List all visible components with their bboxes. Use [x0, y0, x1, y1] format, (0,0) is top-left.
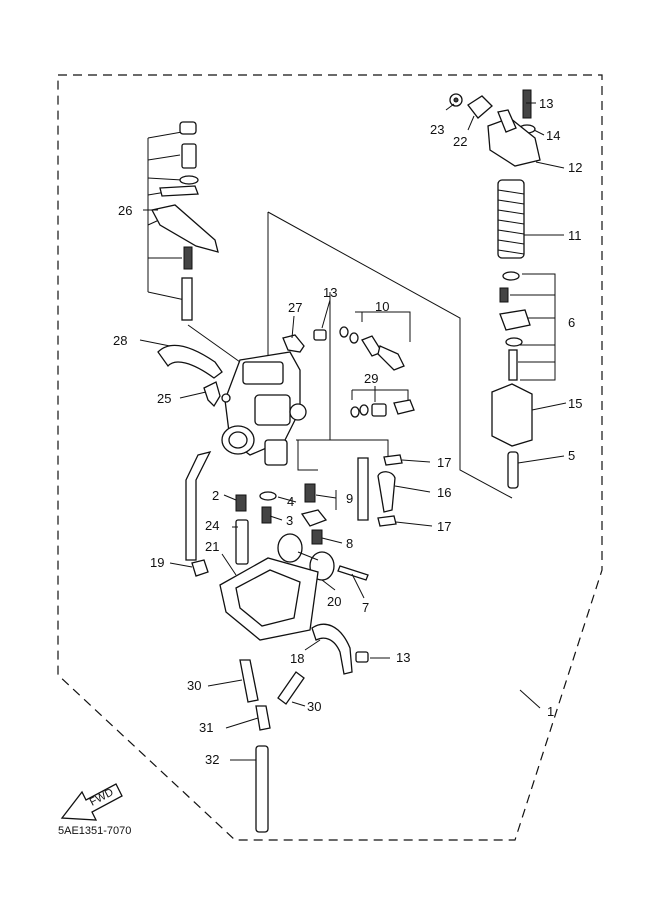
- label-part-15: 15: [568, 396, 582, 411]
- part-16-hose: [377, 471, 396, 513]
- part-19-screw: [191, 559, 209, 577]
- guide-lines: [187, 211, 513, 499]
- assembly-boundary: [57, 74, 603, 841]
- label-part-1: 1: [547, 704, 554, 719]
- label-part-10: 10: [375, 299, 389, 314]
- label-part-9: 9: [346, 491, 353, 506]
- part-2-jet: [235, 494, 247, 512]
- part-13-screw-lower: [355, 651, 369, 663]
- label-part-23: 23: [430, 122, 444, 137]
- part-28-hose: [157, 344, 223, 379]
- part-18-hose: [311, 623, 353, 675]
- part-9-group: [300, 483, 337, 527]
- label-part-7: 7: [362, 600, 369, 615]
- part-30-hose-left-upper: [185, 451, 212, 561]
- leader-lines: [139, 102, 567, 761]
- label-part-30-left: 30: [187, 678, 201, 693]
- part-29-screw-set: [350, 389, 415, 418]
- part-3-jet: [261, 506, 272, 524]
- label-part-16: 16: [437, 485, 451, 500]
- part-8-valve: [311, 529, 323, 545]
- part-17-clip-lower: [377, 515, 397, 527]
- label-part-21: 21: [205, 539, 219, 554]
- label-part-2: 2: [212, 488, 219, 503]
- label-part-19: 19: [150, 555, 164, 570]
- part-25-screw: [203, 381, 221, 408]
- part-30-hose-right-upper: [357, 457, 369, 521]
- label-part-30-right: 30: [307, 699, 321, 714]
- label-part-14: 14: [546, 128, 560, 143]
- part-4-washer: [259, 491, 277, 501]
- part-17-clip-upper: [383, 454, 403, 466]
- label-part-22: 22: [453, 134, 467, 149]
- label-part-26: 26: [118, 203, 132, 218]
- label-part-3: 3: [286, 513, 293, 528]
- label-part-25: 25: [157, 391, 171, 406]
- part-30-hose-right: [277, 671, 305, 705]
- part-30-hose-left: [239, 659, 259, 703]
- top-right-cluster: [449, 89, 541, 167]
- label-part-17-lower: 17: [437, 519, 451, 534]
- part-11-spring: [497, 179, 525, 259]
- label-part-6: 6: [568, 315, 575, 330]
- carburetor-body: [221, 351, 307, 466]
- label-part-8: 8: [346, 536, 353, 551]
- part-7-pin: [337, 565, 369, 581]
- label-part-4: 4: [287, 494, 294, 509]
- part-5-bolt: [507, 451, 519, 489]
- label-part-11: 11: [568, 228, 582, 243]
- part-32-hose: [255, 745, 269, 833]
- part-24-nozzle: [235, 519, 249, 565]
- part-labels: 1 2 3 4 5 6 7 8 9 10 11 12 13 14 15 16 1…: [113, 96, 582, 767]
- label-part-29: 29: [364, 371, 378, 386]
- part-6-group: [499, 271, 556, 381]
- label-part-18: 18: [290, 651, 304, 666]
- label-part-31: 31: [199, 720, 213, 735]
- throttle-adjuster-stack: [151, 121, 219, 321]
- label-part-5: 5: [568, 448, 575, 463]
- part-15-cover: [491, 383, 533, 447]
- part-10-pilot-screw: [339, 311, 411, 371]
- part-13-screw-upper: [313, 329, 327, 341]
- label-part-20: 20: [327, 594, 341, 609]
- label-part-28: 28: [113, 333, 127, 348]
- label-part-13-carb: 13: [323, 285, 337, 300]
- label-part-13-top: 13: [539, 96, 553, 111]
- part-27-bracket: [282, 334, 305, 353]
- label-part-13-lower: 13: [396, 650, 410, 665]
- label-part-17-upper: 17: [437, 455, 451, 470]
- diagram-code: 5AE1351-7070: [58, 825, 131, 837]
- label-part-12: 12: [568, 160, 582, 175]
- label-part-24: 24: [205, 518, 219, 533]
- part-31-t-joint: [255, 705, 271, 731]
- label-part-32: 32: [205, 752, 219, 767]
- fwd-arrow-icon: FWD: [60, 783, 123, 821]
- label-part-27: 27: [288, 300, 302, 315]
